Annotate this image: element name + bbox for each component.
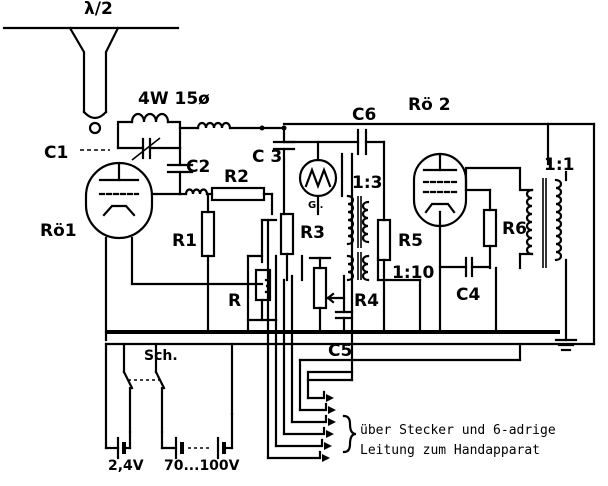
note-line1: über Stecker und 6-adrige <box>360 423 556 438</box>
resistor-r6 <box>464 188 498 270</box>
capacitor-c6 <box>282 128 386 156</box>
ratio-1-10-label: 1:10 <box>392 263 434 283</box>
potentiometer-r <box>246 254 278 322</box>
capacitor-c5 <box>334 274 354 334</box>
capacitor-c4 <box>438 256 492 278</box>
r2-label: R2 <box>224 167 249 187</box>
switch-sch[interactable] <box>122 342 166 434</box>
transformer-1-1 <box>525 170 568 342</box>
ro1-label: Rö1 <box>40 221 77 241</box>
r4-label: R4 <box>354 291 379 311</box>
junction <box>259 125 265 131</box>
resistor-r4 <box>308 256 346 334</box>
resistor-r1 <box>200 192 216 334</box>
r3-label: R3 <box>300 223 325 243</box>
r1-label: R1 <box>172 231 197 251</box>
c5-label: C5 <box>328 341 352 361</box>
c6-label: C6 <box>352 105 376 125</box>
capacitor-c1 <box>116 137 182 161</box>
tube-ro2 <box>412 152 468 334</box>
battery-low-label: 2,4V <box>108 458 144 474</box>
glow-lamp <box>298 140 338 216</box>
tube-ro1 <box>84 161 182 240</box>
gl-label: Gl. <box>308 200 323 211</box>
brace <box>342 414 357 454</box>
battery-high-label: 70...100V <box>164 458 240 474</box>
antenna-label: λ/2 <box>84 0 113 19</box>
c1-label: C1 <box>44 143 68 163</box>
transformer-1-3 <box>340 152 370 248</box>
coil-spec-label: 4W 15ø <box>138 89 210 109</box>
top-rail <box>282 122 550 270</box>
capacitor-c2 <box>166 146 194 196</box>
r6-label: R6 <box>502 219 527 239</box>
rf-choke-top <box>178 121 287 131</box>
cable-bundle <box>266 152 354 460</box>
ratio-1-3-label: 1:3 <box>352 173 382 193</box>
resistor-r2 <box>210 186 274 202</box>
note-line2: Leitung zum Handapparat <box>360 443 540 458</box>
ratio-1-1-label: 1:1 <box>544 155 574 175</box>
antenna <box>2 26 180 135</box>
r-label: R <box>228 291 241 311</box>
switch-label: Sch. <box>144 348 178 364</box>
resistor-r3 <box>279 212 295 282</box>
c2-label: C2 <box>186 157 210 177</box>
battery-2-4v <box>104 342 132 460</box>
connector-pins <box>266 390 336 462</box>
ro2-label: Rö 2 <box>408 95 451 115</box>
resistor-r5 <box>376 140 392 334</box>
battery-70-100v <box>160 412 234 460</box>
c3-label: C 3 <box>252 147 282 167</box>
c4-label: C4 <box>456 285 480 305</box>
misc-wiring <box>230 192 522 416</box>
r5-label: R5 <box>398 231 423 251</box>
tank-coil <box>116 112 182 150</box>
